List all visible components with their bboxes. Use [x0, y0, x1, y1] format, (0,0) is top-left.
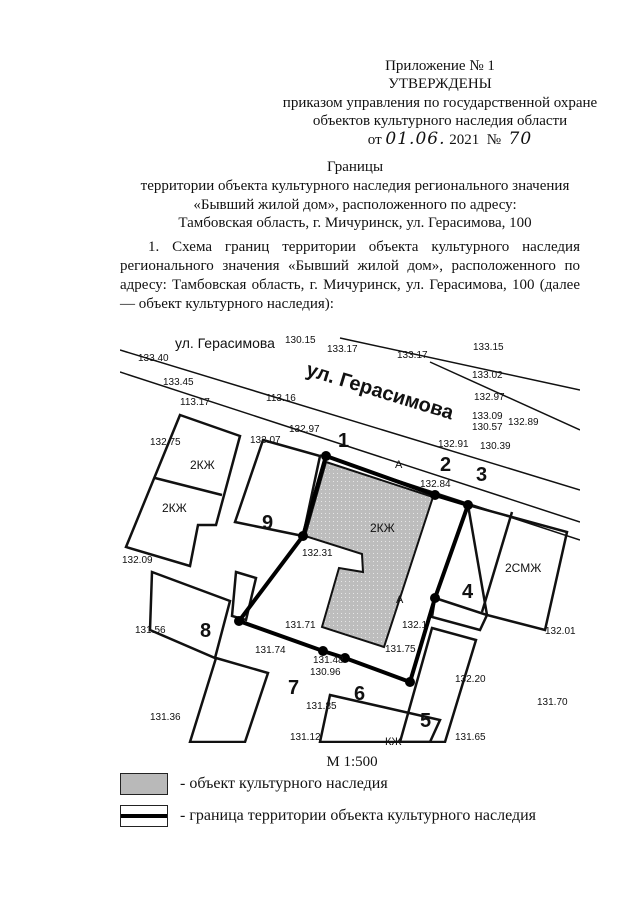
- elevation-label: 131.74: [255, 645, 286, 656]
- elevation-label: 131.56: [135, 625, 166, 636]
- elevation-label: 132.31: [302, 548, 333, 559]
- area-label: А: [395, 459, 403, 471]
- elevation-label: 132.97: [289, 424, 320, 435]
- legend-item-heritage: - объект культурного наследия: [120, 773, 388, 795]
- number-sign: №: [486, 132, 502, 148]
- appendix-label: Приложение № 1: [385, 58, 495, 74]
- elevation-label: 130.15: [285, 335, 316, 346]
- building-kzh-right: [398, 626, 478, 743]
- elevation-label: 132.09: [122, 555, 153, 566]
- elevation-label: 130.57: [472, 422, 503, 433]
- legend-swatch-line: [120, 805, 168, 827]
- year: 2021: [449, 132, 480, 148]
- boundary-point-marker: [405, 677, 415, 687]
- elevation-label: 132.97: [474, 392, 505, 403]
- elevation-label: 132.20: [455, 674, 486, 685]
- building-2smzh: [466, 503, 569, 632]
- elevation-label: 133.40: [138, 353, 169, 364]
- street-label-main: ул. Герасимова: [304, 359, 457, 425]
- boundary-point-marker: [430, 490, 440, 500]
- elevation-label: 132.89: [508, 417, 539, 428]
- elevation-label: 132.01: [545, 626, 576, 637]
- legend-label: - объект культурного наследия: [180, 775, 388, 792]
- order-line-2: объектов культурного наследия области: [312, 113, 568, 129]
- boundary-point-label: 5: [420, 710, 431, 732]
- legend-swatch-gray: [120, 773, 168, 795]
- elevation-label: 133.17: [397, 350, 428, 361]
- building-annex: [430, 596, 489, 632]
- elevation-label: 131.12: [290, 732, 321, 743]
- heritage-building: [303, 460, 435, 649]
- boundary-point-label: 1: [338, 430, 349, 452]
- boundary-point-label: 2: [440, 454, 451, 476]
- elevation-label: 133.07: [250, 435, 281, 446]
- order-date-line: от 01.06. 2021 № 70: [368, 130, 532, 149]
- area-label: А: [396, 594, 404, 606]
- elevation-label: 133.45: [163, 377, 194, 388]
- building-label: 2КЖ: [162, 501, 187, 515]
- boundary-point-marker: [340, 653, 350, 663]
- boundary-point-label: 3: [476, 464, 487, 486]
- boundary-point-marker: [318, 646, 328, 656]
- building-label: 2КЖ: [190, 458, 215, 472]
- elevation-label: 131.65: [455, 732, 486, 743]
- elevation-label: 132.75: [150, 437, 181, 448]
- elevation-label: 113.17: [180, 397, 210, 408]
- elevation-label: 131.36: [150, 712, 181, 723]
- boundary-point-label: 8: [200, 620, 211, 642]
- building-label: 2КЖ: [370, 521, 395, 535]
- boundary-point-marker: [463, 500, 473, 510]
- elevation-label: 133.09: [472, 411, 503, 422]
- legend-item-boundary: - граница территории объекта культурного…: [120, 805, 536, 827]
- building-label: КЖ: [385, 736, 402, 748]
- building-kzh-bottom: [318, 693, 442, 743]
- title-line-4: Тамбовская область, г. Мичуринск, ул. Ге…: [178, 215, 532, 231]
- legend-label: - граница территории объекта культурного…: [180, 807, 537, 824]
- elevation-label: 133.15: [473, 342, 504, 353]
- title-line-3: «Бывший жилой дом», расположенного по ад…: [193, 197, 517, 213]
- elevation-label: 113.16: [266, 393, 296, 404]
- date-prefix: от: [367, 132, 382, 148]
- boundary-point-marker: [298, 531, 308, 541]
- buildings: [124, 413, 569, 743]
- elevation-label: 130.39: [480, 441, 511, 452]
- order-line-1: приказом управления по государственной о…: [282, 95, 598, 111]
- body-paragraph: 1. Схема границ территории объекта культ…: [120, 239, 580, 312]
- elevation-label: 133.17: [327, 344, 358, 355]
- elevation-label: 132.84: [420, 479, 451, 490]
- elevation-label: 131.75: [385, 644, 416, 655]
- scale-label: М 1:500: [326, 754, 378, 770]
- elevation-label: 131.85: [306, 701, 337, 712]
- boundary-point-label: 4: [462, 581, 474, 603]
- boundary-point-label: 6: [354, 683, 365, 705]
- elevation-label: 131.48: [313, 655, 344, 666]
- elevation-label: 131.70: [537, 697, 568, 708]
- handwritten-date: 01.06.: [385, 129, 446, 149]
- approved-label: УТВЕРЖДЕНЫ: [388, 76, 492, 92]
- building-2kzh-left: [124, 413, 242, 568]
- handwritten-number: 70: [508, 129, 533, 149]
- elevation-label: 132.91: [438, 439, 469, 450]
- building-kn: [188, 656, 270, 743]
- elevation-label: 133.02: [472, 370, 503, 381]
- building-label: 2СМЖ: [505, 561, 541, 575]
- elevation-label: 130.96: [310, 667, 341, 678]
- title-line-2: территории объекта культурного наследия …: [140, 178, 570, 194]
- boundary-point-label: 7: [288, 677, 299, 699]
- territory-boundary: [235, 454, 471, 685]
- boundary-point-marker: [321, 451, 331, 461]
- boundary-point-marker: [430, 593, 440, 603]
- building-small: [230, 570, 258, 622]
- building-left-lower: [148, 570, 232, 660]
- boundary-point-marker: [234, 616, 244, 626]
- elevation-label: 131.71: [285, 620, 316, 631]
- boundary-point-label: 9: [262, 512, 273, 534]
- street-label-small: ул. Герасимова: [175, 335, 275, 351]
- title-line-1: Границы: [326, 159, 384, 175]
- elevation-label: 132.1: [402, 620, 427, 631]
